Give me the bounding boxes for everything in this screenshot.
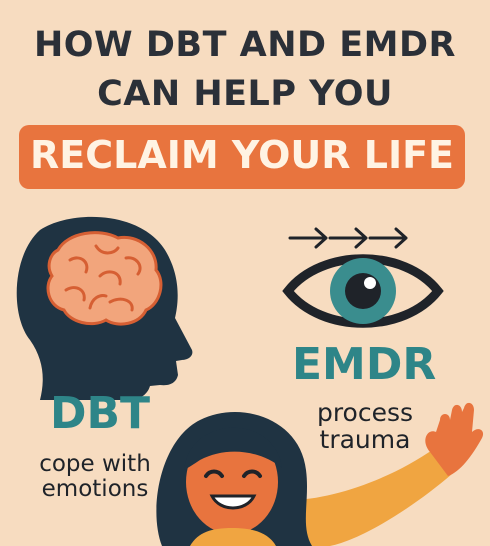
head-with-brain-icon (16, 216, 193, 400)
eye-pupil (345, 273, 381, 309)
emdr-desc-line-2: trauma (319, 425, 411, 454)
title-line-2: CAN HELP YOU (97, 74, 393, 114)
emdr-description: process trauma (290, 399, 440, 453)
arrows-icon (288, 227, 408, 249)
waving-woman-illustration (156, 402, 484, 546)
eye-highlight (364, 277, 376, 289)
emdr-heading: EMDR (292, 339, 437, 390)
brain-icon (46, 231, 163, 326)
banner-text: RECLAIM YOUR LIFE (30, 133, 454, 177)
woman-face (186, 430, 278, 534)
title-line-1: HOW DBT AND EMDR (34, 25, 456, 65)
dbt-desc-line-1: cope with (39, 451, 151, 477)
eye-icon (282, 254, 444, 328)
woman-smile (209, 494, 257, 510)
emdr-desc-line-1: process (316, 398, 414, 427)
waving-hand-icon (425, 402, 484, 476)
dbt-heading: DBT (50, 388, 151, 439)
dbt-desc-line-2: emotions (41, 475, 149, 502)
dbt-description: cope with emotions (20, 452, 170, 502)
woman-arm (290, 448, 452, 546)
reclaim-banner: RECLAIM YOUR LIFE (19, 125, 465, 189)
